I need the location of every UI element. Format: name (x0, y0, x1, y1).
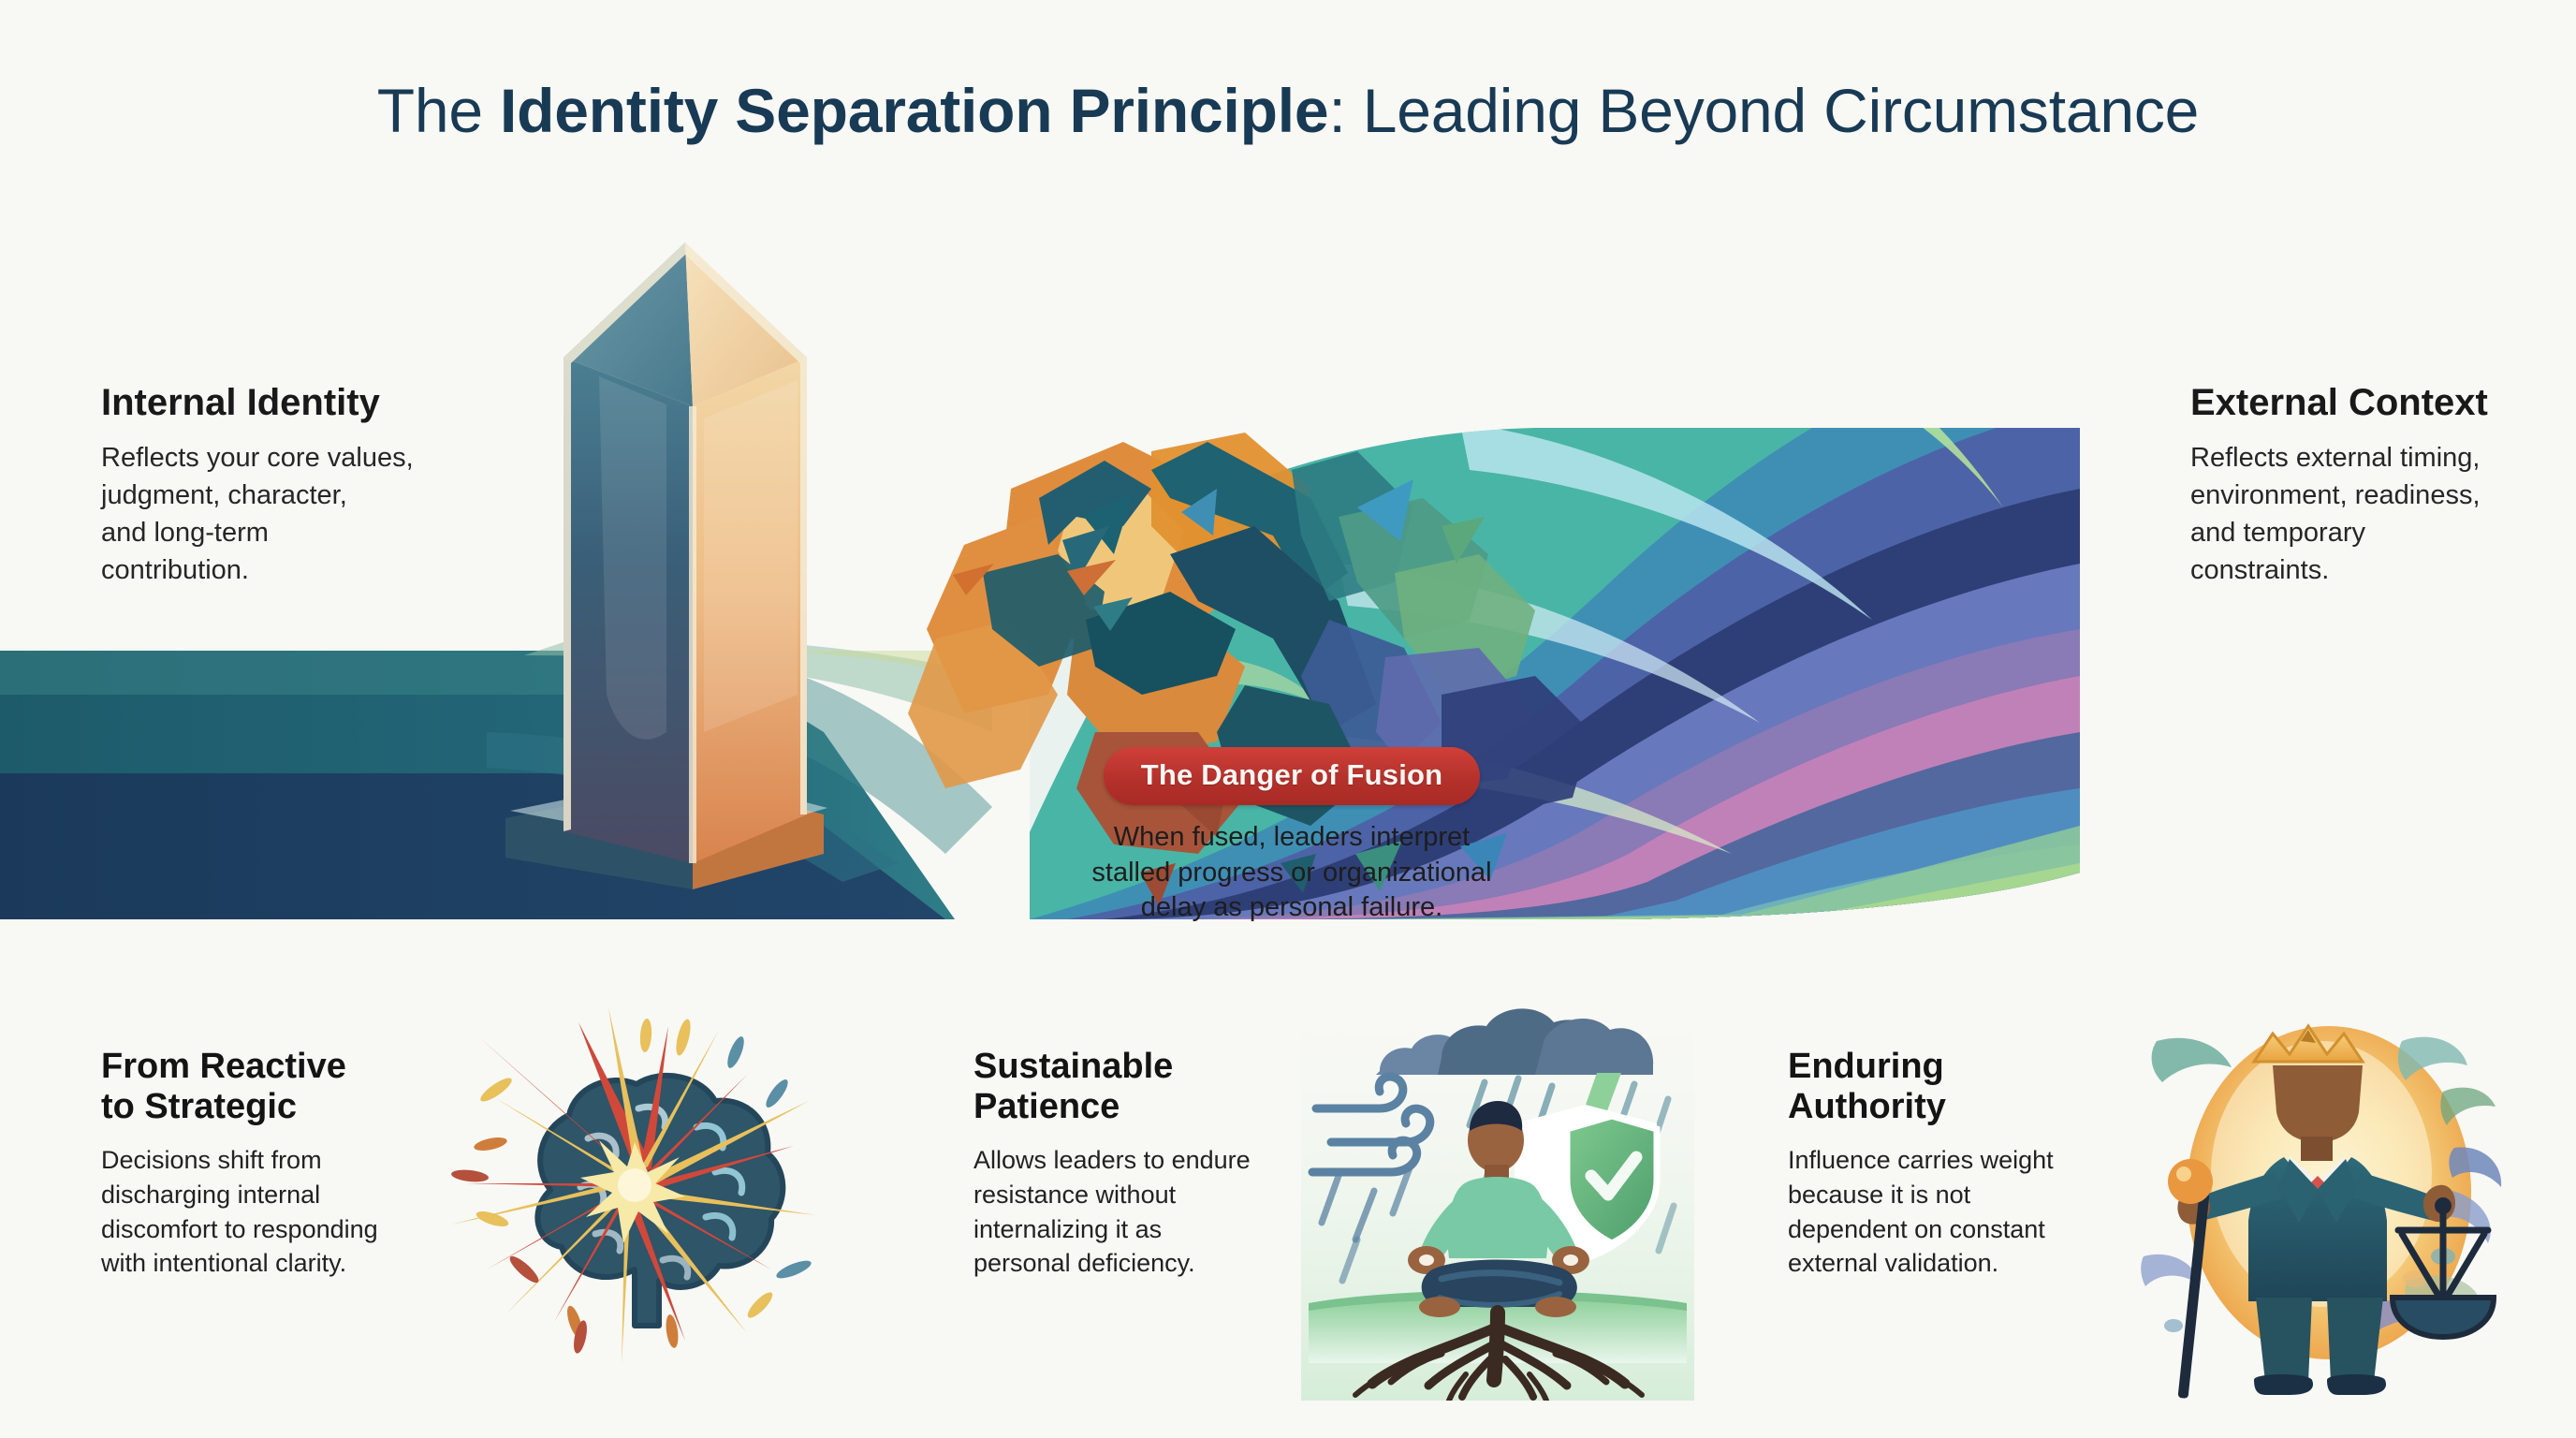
crowned-leader-scales-icon (2134, 989, 2527, 1401)
external-context-heading: External Context (2190, 382, 2488, 423)
card-2-heading: Sustainable Patience (973, 1047, 1174, 1126)
external-context-body: Reflects external timing, environment, r… (2190, 442, 2481, 585)
title-tail: : Leading Beyond Circumstance (1328, 76, 2200, 146)
external-context-block: External Context Reflects external timin… (2190, 382, 2565, 589)
card-1-body: Decisions shift from discharging interna… (101, 1146, 378, 1278)
status-badge: The Danger of Fusion (1103, 747, 1481, 805)
danger-of-fusion-caption: When fused, leaders interpret stalled pr… (1091, 822, 1492, 923)
card-1-heading: From Reactive to Strategic (101, 1047, 346, 1126)
card-3-body: Influence carries weight because it is n… (1788, 1146, 2054, 1278)
internal-identity-block: Internal Identity Reflects your core val… (101, 382, 504, 589)
brain-explosion-icon (438, 989, 831, 1382)
card-3-heading: Enduring Authority (1788, 1047, 1946, 1126)
rooted-meditator-storm-icon (1301, 989, 1694, 1401)
page-title: The Identity Separation Principle: Leadi… (0, 77, 2576, 145)
danger-of-fusion-block: The Danger of Fusion When fused, leaders… (955, 747, 1629, 953)
internal-identity-body: Reflects your core values, judgment, cha… (101, 442, 414, 585)
left-water-plane (0, 636, 1020, 919)
card-3-text: Enduring Authority Influence carries wei… (1788, 1047, 2106, 1281)
hero-illustration (0, 208, 2576, 919)
title-lead: The (376, 76, 501, 146)
internal-identity-heading: Internal Identity (101, 382, 380, 423)
card-1-text: From Reactive to Strategic Decisions shi… (101, 1047, 410, 1281)
card-2-text: Sustainable Patience Allows leaders to e… (973, 1047, 1273, 1281)
card-2-body: Allows leaders to endure resistance with… (973, 1146, 1251, 1278)
title-emphasis: Identity Separation Principle (500, 76, 1329, 146)
monolith-pillar (505, 242, 827, 889)
